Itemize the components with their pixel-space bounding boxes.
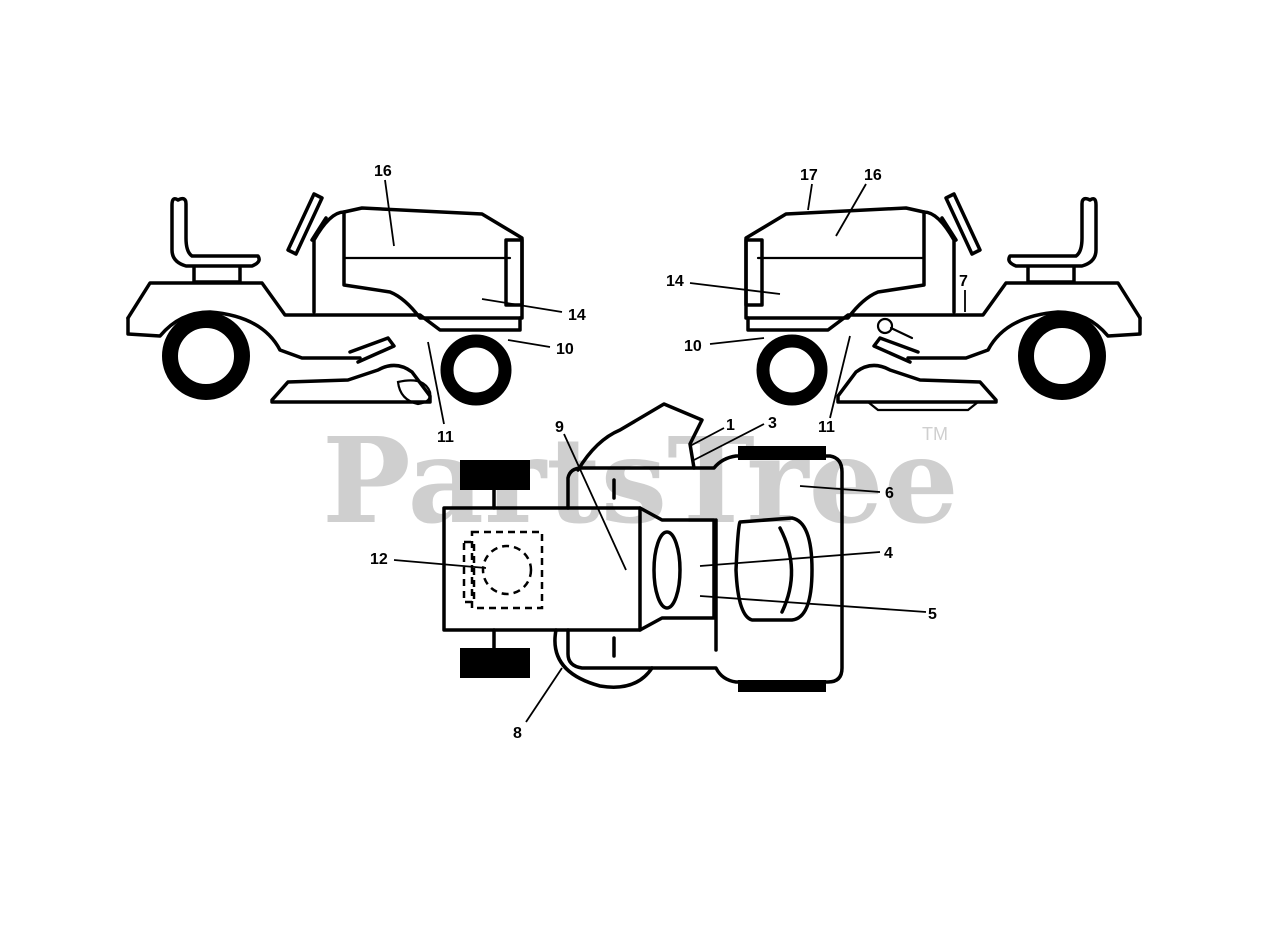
callout-top-9: 9 <box>555 419 564 436</box>
callout-top-12: 12 <box>370 551 388 568</box>
right-rear-wheel <box>1018 312 1106 400</box>
callout-right-11: 11 <box>818 419 835 436</box>
right-steering-wheel <box>944 192 982 256</box>
callout-right-16: 16 <box>864 167 882 184</box>
watermark-trademark: TM <box>922 424 948 444</box>
callout-top-1: 1 <box>726 417 735 434</box>
top-engine-dashed-box <box>470 530 544 610</box>
right-seat-post <box>1026 266 1076 284</box>
left-deck-lever <box>348 336 396 364</box>
top-engine-dashed-circle <box>481 544 533 596</box>
right-deck-underside <box>866 400 980 412</box>
callout-right-14: 14 <box>666 273 684 290</box>
top-deck-lower <box>553 628 654 689</box>
left-front-wheel <box>440 334 512 406</box>
left-chassis-lower <box>126 310 362 360</box>
right-chassis-lower <box>906 310 1142 360</box>
top-rear-tire-upper <box>738 446 826 460</box>
top-deck-outline <box>576 402 704 472</box>
left-side-view <box>126 192 524 406</box>
top-view <box>442 402 844 692</box>
right-steering-column <box>940 216 958 242</box>
left-rear-fender <box>126 281 522 332</box>
callout-labels: 16 14 10 11 17 16 14 7 10 11 9 1 3 6 12 … <box>370 163 968 742</box>
right-rear-fender <box>746 281 1142 332</box>
right-seat <box>1007 196 1098 268</box>
callout-right-7: 7 <box>959 273 968 290</box>
callout-top-3: 3 <box>768 415 777 432</box>
left-deck <box>270 363 432 404</box>
right-deck-lever <box>872 336 920 364</box>
left-seat-post <box>192 266 242 284</box>
callout-top-4: 4 <box>884 545 893 562</box>
callout-top-6: 6 <box>885 485 894 502</box>
callout-right-10: 10 <box>684 338 702 355</box>
left-grille <box>504 238 524 307</box>
right-side-view <box>744 192 1142 412</box>
left-rear-wheel <box>162 312 250 400</box>
callout-left-14: 14 <box>568 307 586 324</box>
right-ignition-key <box>876 317 914 340</box>
top-hood <box>442 506 716 632</box>
top-body-frame <box>566 454 844 684</box>
leader-lines <box>384 179 966 723</box>
right-front-wheel <box>756 334 828 406</box>
top-seat-back <box>778 526 794 614</box>
top-front-tire-upper <box>460 460 530 490</box>
left-steering-wheel <box>286 192 324 256</box>
left-steering-column <box>310 216 328 242</box>
callout-right-17: 17 <box>800 167 818 184</box>
top-seat <box>734 516 814 622</box>
top-engine-dashed-tab <box>462 540 476 604</box>
right-grille <box>744 238 764 307</box>
left-hood <box>342 206 524 320</box>
callout-left-16: 16 <box>374 163 392 180</box>
callout-left-10: 10 <box>556 341 574 358</box>
right-deck <box>836 363 998 404</box>
callout-left-11: 11 <box>437 429 454 446</box>
right-hood <box>744 206 926 320</box>
left-discharge-chute <box>396 379 432 406</box>
top-steering-wheel <box>652 530 682 610</box>
callout-top-5: 5 <box>928 606 937 623</box>
left-seat <box>170 196 261 268</box>
callout-top-8: 8 <box>513 725 522 742</box>
top-front-tire-lower <box>460 648 530 678</box>
